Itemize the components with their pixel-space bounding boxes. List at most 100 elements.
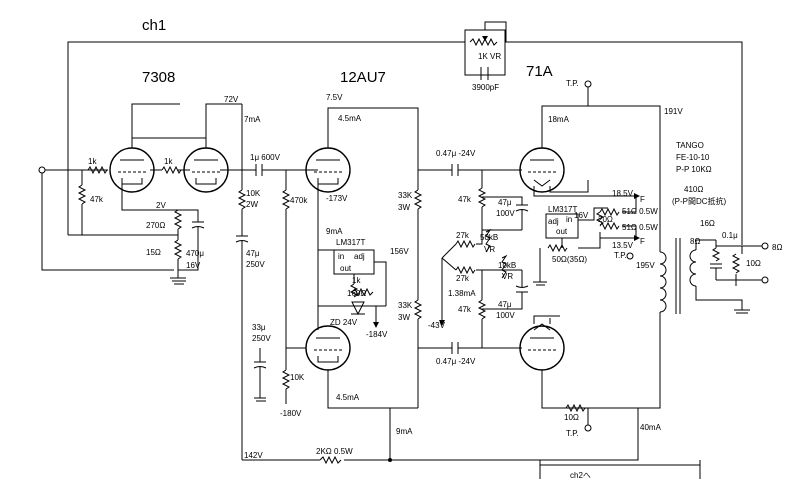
c1u-label: 1μ 600V [250, 153, 281, 162]
r10k2-label: 10K [290, 373, 305, 382]
ma4_5-bot-label: 4.5mA [336, 393, 360, 402]
r16-label: 16Ω [700, 219, 715, 228]
lm317-b-label: LM317T [548, 205, 577, 214]
r10k-label: 10K [246, 189, 261, 198]
c47a-label: 47μ [498, 198, 512, 207]
tube-input-name: 7308 [142, 69, 175, 86]
ma18-label: 18mA [548, 115, 570, 124]
zd-label: ZD 24V [330, 318, 358, 327]
r8-label: 8Ω [690, 237, 700, 246]
ma9-bot-label: 9mA [396, 427, 413, 436]
output-transformer [659, 238, 750, 320]
v18_5-label: 18.5V [612, 189, 634, 198]
ma9-label: 9mA [326, 227, 343, 236]
c01-label: 0.1μ [722, 231, 738, 240]
r410-label: 410Ω [684, 185, 703, 194]
r470k-label: 470k [290, 196, 308, 205]
r270-label: 270Ω [146, 221, 165, 230]
c47v-label: 250V [246, 260, 265, 269]
adj-a-label: adj [354, 252, 365, 261]
v43-label: -43V [428, 321, 446, 330]
f2-label: F [640, 237, 645, 246]
c33v-label: 250V [252, 334, 271, 343]
out-a-label: out [340, 264, 352, 273]
c470-label: 470μ [186, 249, 204, 258]
ma4_5-top-label: 4.5mA [338, 114, 362, 123]
v142-label: 142V [244, 451, 263, 460]
tube-output-name: 71A [526, 63, 553, 80]
r33k-a-watt-label: 3W [398, 203, 410, 212]
r51b-label: 51Ω 0.5W [622, 223, 658, 232]
r15-label: 15Ω [146, 248, 161, 257]
r20-label: 20Ω [598, 215, 613, 224]
v173-label: -173V [326, 194, 348, 203]
v13_5-label: 13.5V [612, 241, 634, 250]
c3900-label: 3900pF [472, 83, 499, 92]
f1-label: F [640, 195, 645, 204]
tube-12au7-upper [305, 107, 419, 193]
tube-71a-upper [519, 105, 588, 193]
r2k-label: 2KΩ 0.5W [316, 447, 353, 456]
ch2-link-label: ch2へ [570, 471, 591, 479]
dc-note-label: (P-P間DC抵抗) [672, 196, 727, 206]
vr10k-label: 10kB [498, 261, 516, 270]
channel-label: ch1 [142, 17, 166, 34]
c470v-label: 16V [186, 261, 201, 270]
tp-bot-label: T.P. [566, 429, 579, 438]
pp-label: P-P 10KΩ [676, 165, 712, 174]
out8-label: 8Ω [772, 243, 782, 252]
tube-driver-name: 12AU7 [340, 69, 386, 86]
r33k-b-label: 33K [398, 301, 413, 310]
tp-mid-label: T.P. [614, 251, 627, 260]
vr10k-b-label: VR [502, 272, 513, 281]
ground-symbol [170, 277, 186, 285]
c047-top-label: 0.47μ -24V [436, 149, 476, 158]
tube-7308-b [183, 103, 242, 193]
tango-label: TANGO [676, 141, 704, 150]
c33-label: 33μ [252, 323, 266, 332]
k47-label: 47k [90, 195, 104, 204]
r10k-watt-label: 2W [246, 200, 258, 209]
v16-label: 16V [574, 211, 589, 220]
r51a-label: 51Ω 0.5W [622, 207, 658, 216]
v156-label: 156V [390, 247, 409, 256]
adj-b-label: adj [548, 217, 559, 226]
tube-71a-lower [519, 323, 588, 409]
c47b-label: 47μ [498, 300, 512, 309]
c047-bot-label: 0.47μ -24V [436, 357, 476, 366]
v184-label: -184V [366, 330, 388, 339]
c47b-v-label: 100V [496, 311, 515, 320]
ma40-label: 40mA [640, 423, 662, 432]
r33k-a-label: 33K [398, 191, 413, 200]
r47k-b-label: 47k [458, 305, 472, 314]
feedback-loop: 1K VR 3900pF [67, 21, 743, 245]
r27k-a-label: 27k [456, 231, 470, 240]
lm317-a-label: LM317T [336, 238, 365, 247]
v7_5-label: 7.5V [326, 93, 343, 102]
r27k-b-label: 27k [456, 274, 470, 283]
in-b-label: in [566, 215, 572, 224]
vr50k-b-label: VR [484, 245, 495, 254]
r47k-a-label: 47k [458, 195, 472, 204]
tp-top-label: T.P. [566, 79, 579, 88]
r50-label: 50Ω(35Ω) [552, 255, 587, 264]
ma7-label: 7mA [244, 115, 261, 124]
k1b-label: 1k [164, 157, 173, 166]
r10-bot-label: 10Ω [564, 413, 579, 422]
c47a-v-label: 100V [496, 209, 515, 218]
v191-label: 191V [664, 107, 683, 116]
v72-label: 72V [224, 95, 239, 104]
tube-12au7-lower [305, 325, 418, 409]
vr50k-label: 50kB [480, 233, 498, 242]
vr1k-label: 1K VR [478, 52, 501, 61]
v2-label: 2V [156, 201, 166, 210]
v180-label: -180V [280, 409, 302, 418]
ma1_38-label: 1.38mA [448, 289, 476, 298]
r33k-b-watt-label: 3W [398, 313, 410, 322]
v195-label: 195V [636, 261, 655, 270]
r160-label: 160Ω [347, 289, 366, 298]
k1a-label: 1k [88, 157, 97, 166]
in-a-label: in [338, 252, 344, 261]
c47-label: 47μ [246, 249, 260, 258]
